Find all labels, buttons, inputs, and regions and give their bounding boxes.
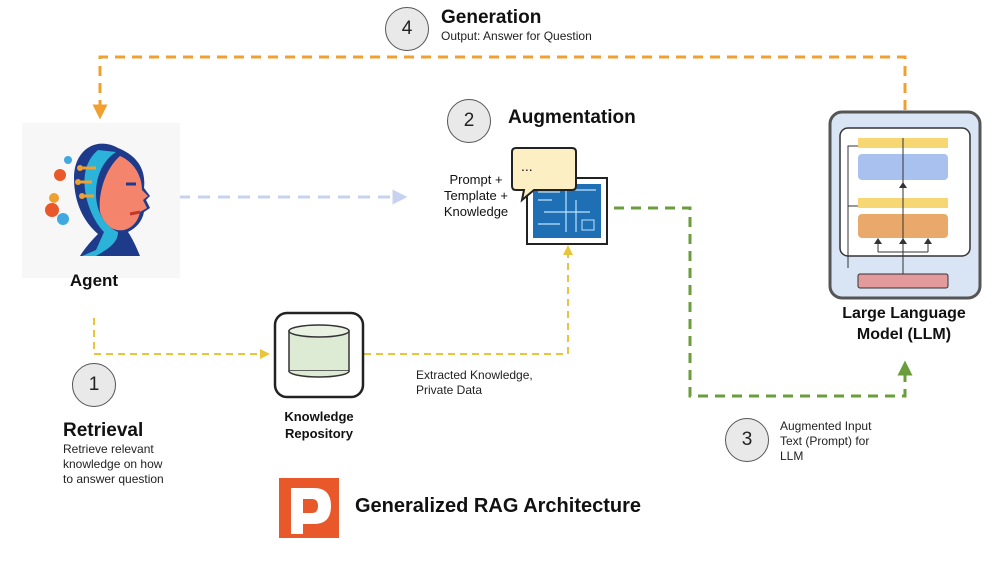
generation-arrow	[92, 55, 907, 120]
step-circle-1: 1	[72, 363, 116, 407]
step-circle-4: 4	[385, 7, 429, 51]
llm-architecture-icon	[828, 110, 982, 300]
augmented-input-desc: Augmented Input Text (Prompt) for LLM	[780, 419, 872, 463]
llm-label: Large Language Model (LLM)	[842, 305, 966, 343]
agent-label: Agent	[69, 271, 119, 290]
retrieval-title: Retrieval	[63, 420, 144, 441]
augmentation-title: Augmentation	[508, 107, 636, 128]
generation-desc: Output: Answer for Question	[441, 29, 592, 43]
knowledge-to-augmentation-arrow	[364, 245, 573, 355]
step-circle-2: 2	[447, 99, 491, 143]
speech-bubble	[511, 147, 577, 203]
retrieval-desc: Retrieve relevant knowledge on how to an…	[63, 442, 164, 486]
prompt-template-knowledge-label: Prompt + Template + Knowledge	[443, 172, 509, 219]
generation-title: Generation	[441, 7, 542, 28]
p-logo-icon	[279, 478, 339, 538]
diagram-title: Generalized RAG Architecture	[355, 495, 642, 517]
retrieval-arrow	[93, 318, 270, 359]
extracted-knowledge-label: Extracted Knowledge, Private Data	[416, 368, 533, 397]
speech-bubble-text: ...	[521, 158, 533, 174]
agent-head-illustration	[22, 123, 180, 278]
step-circle-3: 3	[725, 418, 769, 462]
knowledge-repository-label: Knowledge Repository	[284, 409, 354, 441]
augmented-input-arrow	[597, 206, 913, 398]
database-icon	[273, 311, 365, 399]
